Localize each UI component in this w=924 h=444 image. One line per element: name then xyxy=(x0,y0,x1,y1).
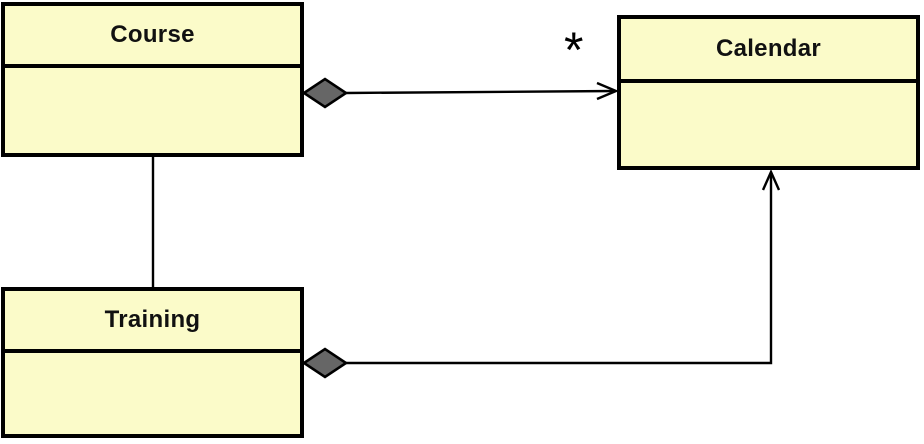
class-name-compartment: Calendar xyxy=(621,19,916,83)
class-name: Training xyxy=(104,306,201,333)
open-arrowhead xyxy=(596,81,620,101)
class-box-calendar[interactable]: Calendar xyxy=(617,15,920,170)
class-box-course[interactable]: Course xyxy=(1,2,304,157)
class-name-compartment: Training xyxy=(5,291,300,353)
aggregation-diamond xyxy=(301,77,349,109)
open-arrowhead xyxy=(761,169,781,191)
class-name: Course xyxy=(110,21,195,48)
aggregation-course-calendar[interactable] xyxy=(301,77,620,109)
aggregation-diamond xyxy=(301,347,349,379)
aggregation-line[interactable] xyxy=(346,174,773,365)
class-box-training[interactable]: Training xyxy=(1,287,304,438)
multiplicity-label: * xyxy=(564,22,584,78)
aggregation-training-calendar[interactable] xyxy=(301,169,781,379)
class-name-compartment: Course xyxy=(5,6,300,68)
aggregation-line[interactable] xyxy=(345,89,616,95)
class-name: Calendar xyxy=(715,35,822,62)
